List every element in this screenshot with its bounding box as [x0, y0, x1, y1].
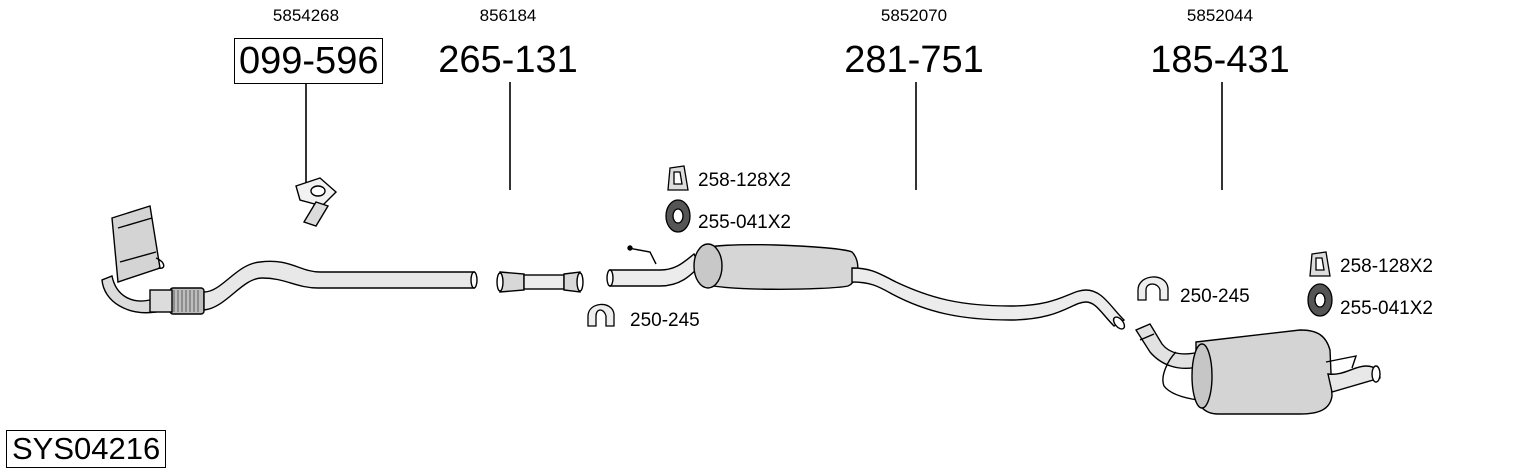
accessory-label-rear-rubber[interactable]: 255-041X2 — [1340, 298, 1433, 319]
middle-silencer — [606, 243, 1126, 330]
catalytic-converter — [101, 177, 478, 315]
rubber-mount-icon — [665, 199, 691, 233]
accessory-label-front-clamp[interactable]: 250-245 — [630, 310, 700, 331]
oe-number-connector: 856184 — [479, 6, 537, 25]
oe-number-rear-silencer: 5852044 — [1186, 6, 1254, 25]
part-number-rear-silencer[interactable]: 185-431 — [1150, 39, 1290, 81]
accessory-label-front-rubber[interactable]: 255-041X2 — [698, 212, 791, 233]
oe-number-catalyst: 5854268 — [272, 6, 340, 25]
part-number-middle-silencer[interactable]: 281-751 — [844, 39, 984, 81]
oe-number-middle-silencer: 5852070 — [880, 6, 948, 25]
accessory-label-rear-hanger[interactable]: 258-128X2 — [1340, 256, 1433, 277]
connector-pipe — [496, 271, 584, 293]
accessory-label-rear-clamp[interactable]: 250-245 — [1180, 286, 1250, 307]
hanger-icon — [667, 165, 689, 191]
clamp-icon — [1137, 276, 1169, 301]
part-number-catalyst[interactable]: 099-596 — [234, 38, 384, 84]
part-number-connector[interactable]: 265-131 — [438, 39, 578, 81]
clamp-icon — [587, 303, 615, 327]
accessory-label-front-hanger[interactable]: 258-128X2 — [698, 170, 791, 191]
rear-silencer — [1134, 323, 1381, 415]
hanger-icon — [1309, 251, 1331, 277]
rubber-mount-icon — [1307, 283, 1333, 317]
system-code: SYS04216 — [6, 430, 167, 468]
